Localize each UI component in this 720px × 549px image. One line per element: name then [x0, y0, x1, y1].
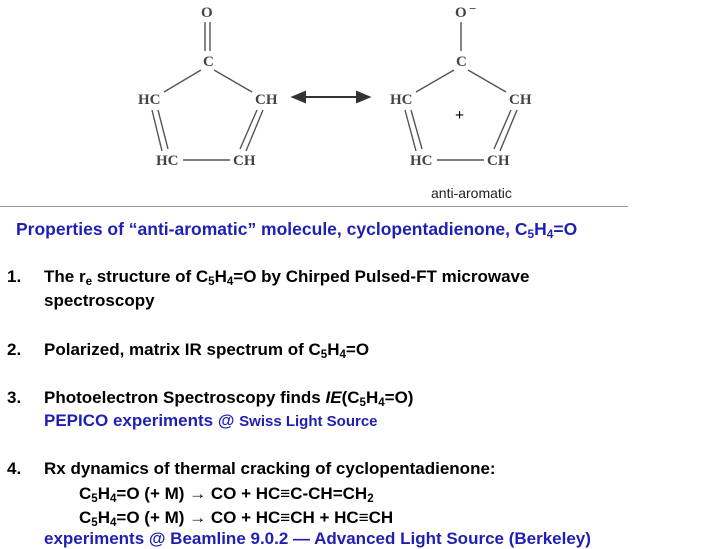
- list-item-4: 4.Rx dynamics of thermal cracking of cyc…: [7, 459, 496, 478]
- right-hc-hc-bond-a: [404, 109, 417, 152]
- left-c-ch-bond: [213, 69, 253, 93]
- anti-aromatic-label: anti-aromatic: [431, 185, 512, 201]
- list-item-1: 1.The re structure of C5H4=O by Chirped …: [7, 267, 530, 288]
- section-divider: [0, 206, 628, 207]
- right-c-ch-bond: [467, 69, 507, 93]
- list-item-2: 2.Polarized, matrix IR spectrum of C5H4=…: [7, 340, 370, 361]
- right-hc-bottom-label: HC: [410, 153, 433, 169]
- right-ch-top-label: CH: [509, 92, 532, 108]
- left-hc-top-label: HC: [138, 92, 161, 108]
- resonance-arrow: [290, 90, 372, 104]
- left-oxygen-label: O: [201, 5, 213, 21]
- reaction-equation-1: C5H4=O (+ M) → CO + HC≡C-CH=CH2: [79, 484, 374, 505]
- list-item-3-pepico-line: PEPICO experiments @ Swiss Light Source: [44, 411, 378, 430]
- list-item-1-continuation: spectroscopy: [44, 291, 155, 310]
- right-hc-hc-bond-b: [410, 109, 423, 150]
- left-ch-bottom-label: CH: [233, 153, 256, 169]
- right-hc-top-label: HC: [390, 92, 413, 108]
- right-bonds: [404, 22, 518, 161]
- reaction-equation-2: C5H4=O (+ M) → CO + HC≡CH + HC≡CH: [79, 508, 394, 529]
- left-bonds: [151, 22, 264, 161]
- left-carbonyl-carbon-label: C: [203, 54, 214, 70]
- right-ch-bottom-label: CH: [487, 153, 510, 169]
- left-hc-bottom-label: HC: [156, 153, 179, 169]
- right-plus-charge: +: [455, 107, 464, 124]
- resonance-diagram: O C HC CH HC CH O − C HC CH HC CH +: [0, 0, 720, 210]
- right-oxygen-label: O: [455, 5, 467, 21]
- page-title: Properties of “anti-aromatic” molecule, …: [16, 219, 578, 241]
- left-hc-hc-double-a: [151, 109, 163, 152]
- left-ch-top-label: CH: [255, 92, 278, 108]
- left-ch-ch-double-a: [245, 109, 264, 152]
- list-item-3: 3.Photoelectron Spectroscopy finds IE(C5…: [7, 388, 414, 409]
- list-item-4-experiments-line: experiments @ Beamline 9.0.2 — Advanced …: [44, 529, 591, 548]
- left-c-hc-bond: [163, 69, 202, 93]
- swiss-light-source-label: Swiss Light Source: [239, 413, 378, 430]
- right-minus-charge: −: [469, 1, 476, 16]
- right-c-hc-bond: [415, 69, 455, 93]
- left-hc-hc-double-b: [157, 109, 169, 150]
- resonance-structures-svg: O C HC CH HC CH O − C HC CH HC CH +: [138, 1, 532, 201]
- right-carbon-label: C: [456, 54, 467, 70]
- left-ch-ch-double-b: [239, 109, 258, 150]
- right-ch-ch-bond-a: [499, 109, 518, 152]
- right-ch-ch-bond-b: [493, 109, 512, 150]
